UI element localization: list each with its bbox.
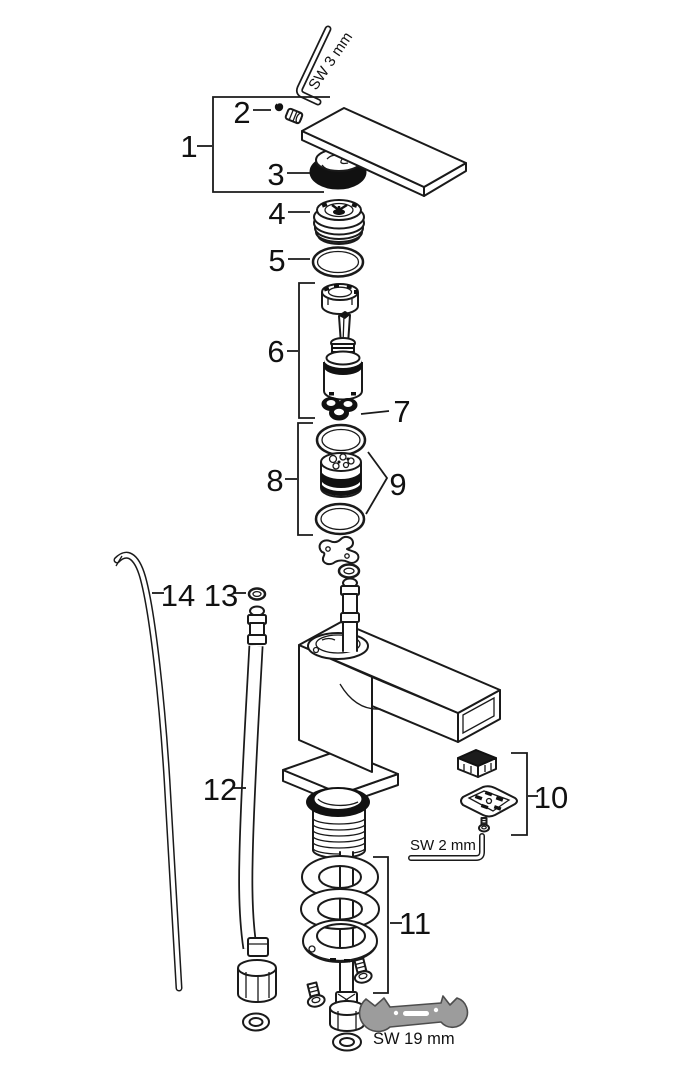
o-ring-large (311, 246, 365, 278)
callout-2: 2 (233, 95, 250, 130)
shank-nut (329, 991, 365, 1052)
riser-pipe (340, 577, 360, 652)
o-ring-small (337, 563, 361, 579)
callout-5: 5 (268, 243, 285, 278)
callout-1: 1 (180, 129, 197, 164)
mounting-bolt-right (353, 957, 373, 984)
supply-hose (237, 605, 277, 1032)
callout-14: 14 (161, 578, 195, 613)
wrench-19mm-label: SW 19 mm (373, 1030, 455, 1048)
aerator-housing (460, 785, 518, 818)
retainer-ring (313, 199, 365, 245)
aerator-insert (457, 749, 497, 778)
mounting-bolt-left (306, 981, 326, 1008)
allen-key-3mm-icon: SW 3 mm (295, 25, 356, 106)
faucet-body (298, 621, 501, 773)
callout-13: 13 (204, 578, 238, 613)
callout-9: 9 (389, 467, 406, 502)
callout-11: 11 (399, 906, 431, 941)
callout-6: 6 (267, 334, 284, 369)
washer-rubber (300, 888, 381, 930)
cartridge (323, 311, 363, 401)
aerator-screw (478, 817, 490, 833)
o-ring-bottom (314, 502, 366, 536)
allen-key-2mm-icon: SW 2 mm (408, 833, 485, 861)
o-ring-top (315, 423, 367, 457)
callout-10: 10 (534, 780, 568, 815)
cartridge-cap (321, 283, 359, 315)
open-end-wrench-icon: SW 19 mm (358, 995, 469, 1048)
callout-8: 8 (266, 463, 283, 498)
callout-3: 3 (267, 157, 284, 192)
hose-o-ring (247, 587, 267, 601)
mounting-flange (302, 919, 379, 963)
retainer-clip (318, 535, 360, 566)
flow-insert (320, 452, 362, 498)
callout-12: 12 (203, 772, 237, 807)
callout-4: 4 (268, 196, 285, 231)
set-screw (274, 102, 304, 125)
seal-set (321, 397, 358, 421)
callout-brackets (152, 96, 538, 994)
allen-key-2mm-label: SW 2 mm (410, 837, 476, 854)
pull-rod (113, 551, 183, 992)
callout-numbers: 1 2 3 4 5 6 7 8 9 10 11 12 13 14 (161, 95, 568, 941)
callout-7: 7 (393, 394, 410, 429)
handle-plate (301, 107, 467, 197)
